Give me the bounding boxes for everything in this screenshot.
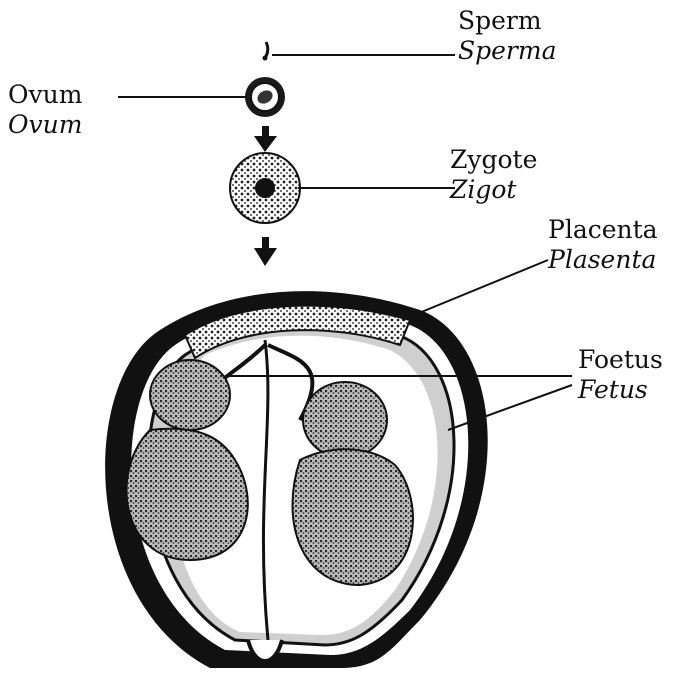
- zygote-label: Zygote Zigot: [450, 145, 537, 205]
- sperm-label: Sperm Sperma: [458, 6, 557, 66]
- ovum-label-local: Ovum: [8, 110, 82, 140]
- arrow-down-icon: [254, 126, 277, 152]
- arrow-down-icon: [254, 237, 277, 266]
- sperm-label-en: Sperm: [458, 6, 557, 36]
- placenta-pointer-line: [402, 260, 548, 320]
- foetus-label-local: Fetus: [578, 375, 663, 405]
- foetus-label-en: Foetus: [578, 345, 663, 375]
- uterus-cross-section: [105, 291, 488, 668]
- ovum-label-en: Ovum: [8, 80, 82, 110]
- placenta-label-en: Placenta: [548, 215, 658, 245]
- placenta-label: Placenta Plasenta: [548, 215, 658, 275]
- zygote-label-local: Zigot: [450, 175, 537, 205]
- foetus-label: Foetus Fetus: [578, 345, 663, 405]
- placenta-label-local: Plasenta: [548, 245, 658, 275]
- ovum-label: Ovum Ovum: [8, 80, 82, 140]
- sperm-cell: [263, 42, 268, 61]
- zygote-cell: [230, 153, 300, 223]
- sperm-label-local: Sperma: [458, 36, 557, 66]
- ovum-cell: [245, 77, 285, 117]
- zygote-label-en: Zygote: [450, 145, 537, 175]
